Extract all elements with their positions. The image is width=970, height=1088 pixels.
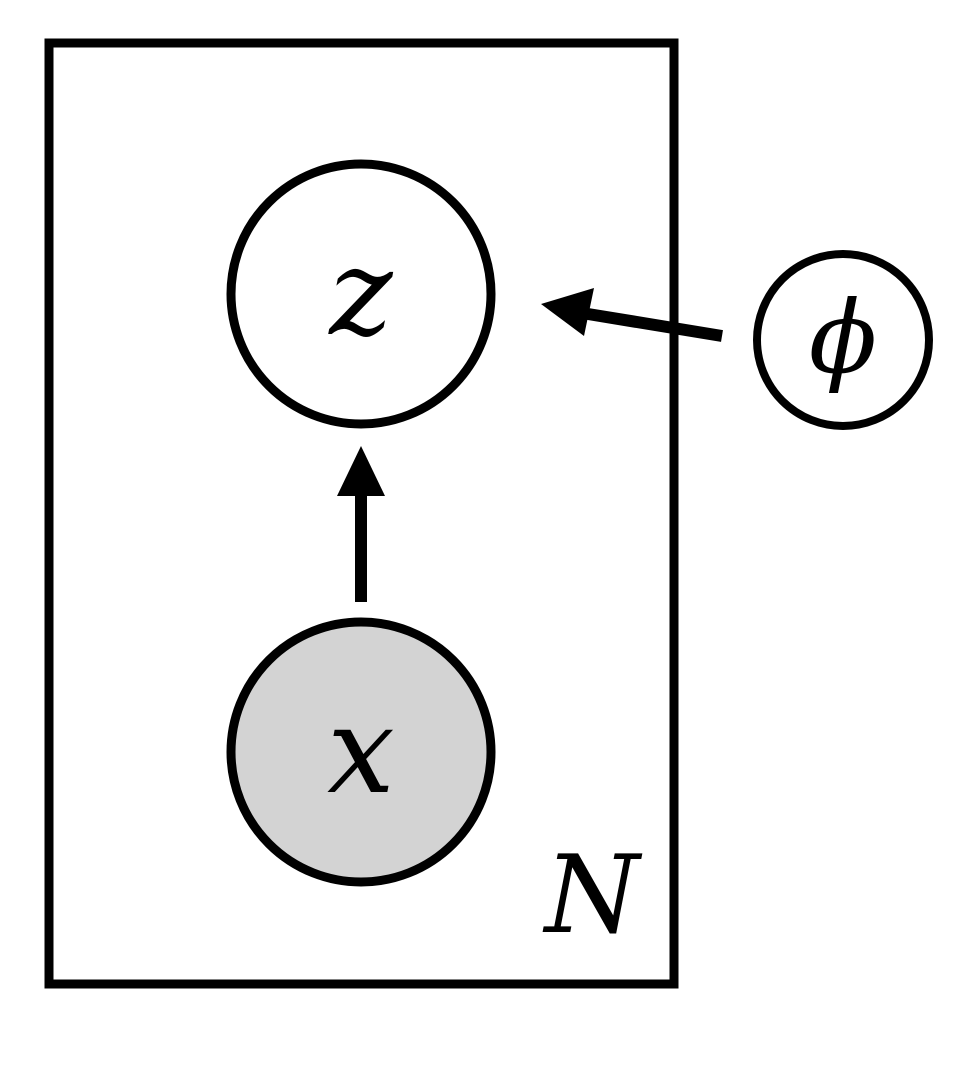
node-x-circle (226, 617, 496, 887)
node-z-circle (226, 159, 496, 429)
node-x-label: x (327, 682, 395, 821)
edge-phi-to-z-shaft (587, 308, 723, 342)
edge-phi-to-z-arrowhead (541, 288, 594, 336)
node-phi: ϕ (753, 250, 933, 430)
edge-x-to-z (337, 446, 385, 602)
node-z-label: z (327, 224, 393, 363)
edge-x-to-z-arrowhead (337, 446, 385, 496)
plate-label: N (542, 833, 643, 958)
edge-phi-to-z (541, 288, 723, 342)
node-z: z (226, 159, 496, 429)
node-x: x (226, 617, 496, 887)
node-phi-label: ϕ (809, 279, 877, 396)
node-phi-circle (753, 250, 933, 430)
plate-rectangle (44, 38, 679, 989)
